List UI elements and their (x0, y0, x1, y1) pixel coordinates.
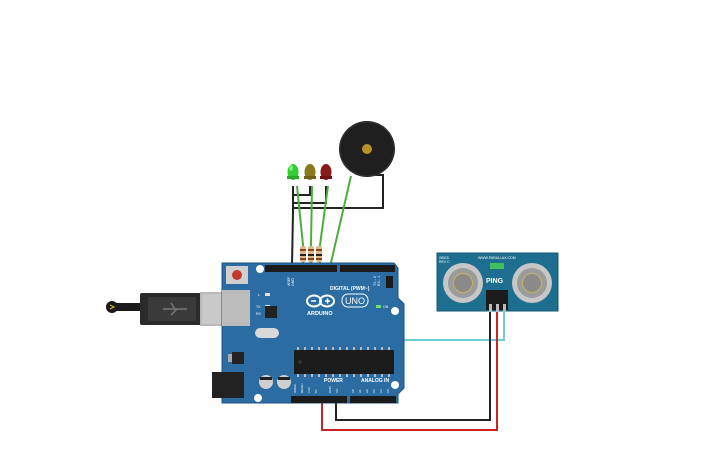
wire-black-sensor-gnd[interactable] (335, 311, 491, 421)
mount-hole (391, 381, 399, 389)
a1-label: A1 (358, 389, 362, 393)
tx-label: TX (256, 305, 261, 309)
led-green[interactable] (287, 164, 299, 180)
mount-hole (391, 307, 399, 315)
usb-port (222, 290, 250, 326)
wire-red-5v[interactable] (321, 311, 498, 431)
transducer-left (443, 263, 483, 303)
gnd-label: GND (291, 278, 295, 286)
digital-header-left (265, 265, 337, 272)
on-label: ON (383, 305, 389, 309)
reset-button[interactable] (232, 270, 242, 280)
a5-label: A5 (386, 389, 390, 393)
sensor-url-label: WWW.PARALLAX.COM (478, 256, 516, 260)
atmega-chip (294, 350, 394, 374)
analog-label: ANALOG IN (361, 378, 389, 384)
l-label: L (258, 293, 260, 297)
tx0-label: TX→0 (373, 276, 377, 286)
brand-label: ARDUINO (307, 311, 333, 317)
aref-label: AREF (287, 277, 291, 286)
led-red[interactable] (320, 164, 332, 180)
mount-hole (256, 265, 264, 273)
a4-label: A4 (379, 389, 383, 393)
rx-label: RX (256, 312, 262, 316)
sensor-rev-label: REV C (439, 260, 450, 264)
ioref-label: IOREF (293, 384, 297, 393)
piezo-buzzer[interactable] (339, 121, 395, 177)
usb-icon (163, 302, 187, 316)
resistor-2[interactable] (308, 246, 314, 262)
digital-label: DIGITAL (PWM~) (330, 286, 370, 292)
vin-label: Vin (335, 388, 339, 393)
voltage-regulator (232, 352, 244, 364)
wires (291, 174, 505, 431)
a2-label: A2 (365, 389, 369, 393)
usb-chip (265, 306, 277, 318)
transducer-right (512, 263, 552, 303)
sensor-part-label: 28015 (439, 256, 449, 260)
arduino-uno-board[interactable]: AREF GND DIGITAL (PWM~) TX→0 RX←1 L TX R… (212, 262, 405, 404)
v5-label: 5V (314, 389, 318, 393)
crystal (255, 328, 279, 338)
ping-ultrasonic-sensor[interactable]: 28015 REV C WWW.PARALLAX.COM PING (436, 252, 559, 312)
rx0-label: RX←1 (377, 276, 381, 286)
buzzer-center-icon (362, 144, 372, 154)
sensor-model-label: PING (486, 278, 504, 285)
wire-led-gnd-2[interactable] (293, 186, 311, 196)
reset-label: RESET (300, 383, 304, 393)
power-jack (212, 372, 244, 398)
power-header (291, 396, 347, 403)
digital-header-right (340, 265, 395, 272)
a0-label: A0 (351, 389, 355, 393)
board-name: UNO (345, 296, 365, 306)
wire-green-buzzer[interactable] (329, 175, 352, 268)
power-label: POWER (324, 378, 343, 384)
led-yellow[interactable] (304, 164, 316, 180)
analog-header (350, 396, 396, 403)
cable-end-icon (106, 301, 118, 313)
icsp-header (386, 276, 393, 288)
wire-led-gnd-1[interactable] (291, 186, 294, 266)
v33-label: 3.3V (307, 387, 311, 393)
wire-buzzer-gnd[interactable] (293, 174, 384, 209)
resistor-1[interactable] (300, 246, 306, 262)
resistor-3[interactable] (316, 246, 322, 262)
mount-hole (254, 394, 262, 402)
a3-label: A3 (372, 389, 376, 393)
gnd-label-bottom: GND (328, 386, 332, 394)
arduino-logo-icon (306, 294, 335, 308)
